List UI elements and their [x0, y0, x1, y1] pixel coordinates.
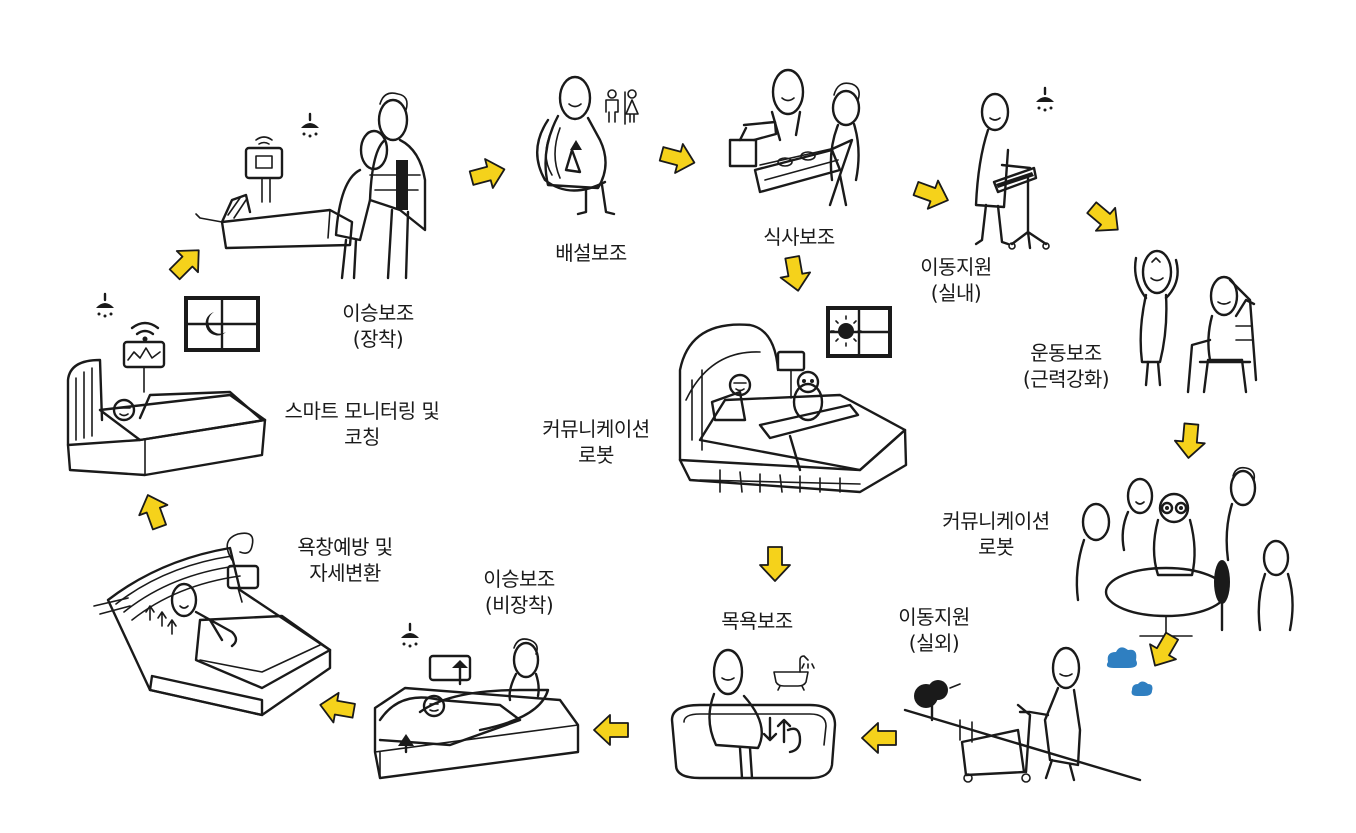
communication-robot-bed-illustration: [678, 323, 908, 494]
label-exercise: 운동보조 (근력강화): [1022, 340, 1110, 392]
flow-arrow-icon: [1081, 195, 1129, 242]
flow-arrow-icon: [163, 238, 211, 286]
flow-arrow-icon: [466, 153, 510, 194]
label-pressure-ulcer: 욕창예방 및 자세변환: [297, 534, 393, 586]
label-line: 이동지원: [920, 255, 992, 279]
ceiling-lamp-icon: [96, 292, 114, 318]
label-line: (실내): [930, 281, 982, 305]
label-line: (실외): [908, 631, 960, 655]
label-line: 이승보조: [483, 567, 555, 591]
flow-arrow-icon: [316, 689, 358, 727]
label-line: 로봇: [978, 535, 1014, 559]
ceiling-lamp-icon: [301, 112, 319, 138]
label-smart-monitoring: 스마트 모니터링 및 코칭: [285, 398, 440, 450]
label-line: 스마트 모니터링 및: [284, 399, 440, 423]
flow-arrow-icon: [656, 138, 700, 179]
meal-illustration: [728, 68, 861, 207]
label-line: 욕창예방 및: [297, 535, 393, 559]
label-line: 로봇: [578, 443, 614, 467]
label-line: (비장착): [484, 593, 554, 617]
toileting-illustration: [535, 75, 616, 216]
exercise-illustration: [1133, 249, 1258, 394]
label-line: 이동지원: [898, 605, 970, 629]
flow-arrow-icon: [593, 714, 629, 746]
toilet-sign-icon: [605, 89, 639, 125]
label-outdoor-mobility: 이동지원 (실외): [898, 604, 970, 656]
label-line: 커뮤니케이션: [542, 417, 650, 441]
label-line: 식사보조: [763, 225, 835, 249]
transfer-nonworn-illustration: [373, 638, 580, 780]
flow-arrow-icon: [909, 173, 954, 216]
label-line: 배설보조: [555, 241, 627, 265]
label-line: 코칭: [344, 425, 380, 449]
wifi-icon: [130, 321, 160, 342]
label-transfer-nonworn: 이승보조 (비장착): [483, 566, 555, 618]
bathtub-icon: [773, 655, 815, 691]
label-communication-robot-right: 커뮤니케이션 로봇: [942, 508, 1050, 560]
pressure-ulcer-bed-illustration: [93, 532, 332, 717]
flow-arrow-icon: [861, 722, 897, 754]
flow-arrow-icon: [759, 546, 791, 582]
window-moon-icon: [184, 296, 260, 352]
label-line: 이승보조: [342, 301, 414, 325]
cloud-icon: [1106, 647, 1153, 696]
ceiling-lamp-icon: [1036, 86, 1054, 112]
transfer-worn-illustration: [195, 92, 427, 280]
outdoor-mobility-illustration: [903, 646, 1142, 783]
label-line: 자세변환: [309, 561, 381, 585]
label-communication-robot-center: 커뮤니케이션 로봇: [542, 416, 650, 468]
label-meal: 식사보조: [763, 224, 835, 250]
label-line: (근력강화): [1022, 367, 1110, 391]
label-line: 커뮤니케이션: [942, 509, 1050, 533]
flow-arrow-icon: [1172, 421, 1208, 461]
bathing-illustration: [670, 648, 837, 780]
label-line: (장착): [352, 327, 404, 351]
label-line: 목욕보조: [721, 609, 793, 633]
communication-robot-group-illustration: [1075, 466, 1294, 641]
label-bathing: 목욕보조: [721, 608, 793, 634]
ceiling-lamp-icon: [401, 622, 419, 648]
label-transfer-worn: 이승보조 (장착): [342, 300, 414, 352]
label-toileting: 배설보조: [555, 240, 627, 266]
flow-arrow-icon: [776, 253, 814, 295]
label-line: 운동보조: [1030, 341, 1102, 365]
window-sun-icon: [826, 306, 892, 358]
label-indoor-mobility: 이동지원 (실내): [920, 254, 992, 306]
indoor-mobility-illustration: [974, 92, 1050, 250]
flow-arrow-icon: [132, 489, 175, 534]
monitoring-bed-illustration: [66, 340, 267, 477]
